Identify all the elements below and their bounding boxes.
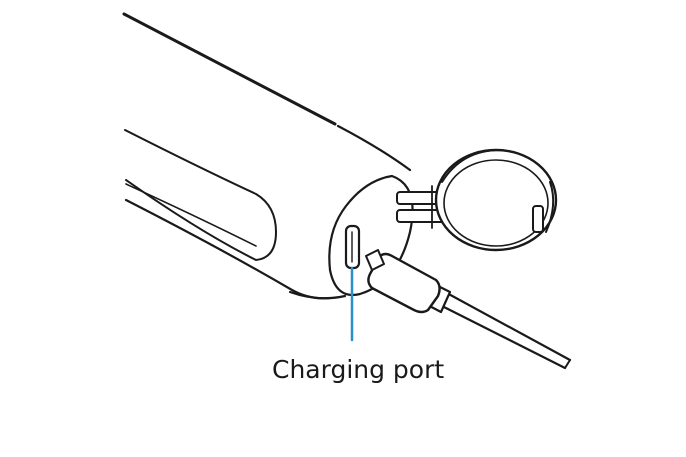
handle-shoulder — [336, 124, 412, 172]
cap-inner-rim — [443, 159, 549, 247]
charging-port-label: Charging port — [272, 355, 444, 384]
cap-tab — [532, 205, 544, 233]
handle-bottom-edge — [124, 198, 332, 300]
round-cap — [434, 148, 558, 252]
cable-bottom-edge — [436, 302, 567, 370]
cable-top-edge — [443, 290, 572, 362]
cable-end — [564, 359, 571, 369]
connector-housing — [367, 252, 441, 314]
connector-plug-tip — [365, 249, 385, 271]
handle-body — [122, 12, 412, 300]
handle-panel — [124, 129, 277, 261]
handle-top-edge — [122, 12, 337, 126]
panel-inner-line — [125, 183, 257, 247]
cap-outer — [434, 148, 558, 252]
usb-cable — [365, 249, 572, 370]
cap-top-highlight — [441, 149, 501, 183]
panel-outline — [124, 129, 277, 261]
handle-bottom-rim — [288, 290, 347, 300]
cap-side-shade — [545, 181, 555, 233]
